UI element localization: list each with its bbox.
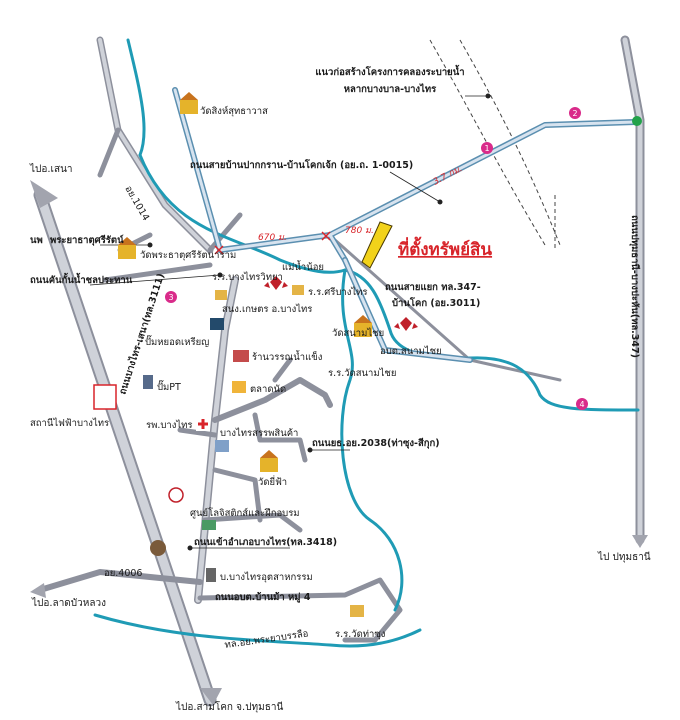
- highway-347-label: ถนนปทุมธานี-บางปะหัน(ทล.347): [629, 215, 641, 358]
- wat-singh-label: วัดสิงห์สุทธาวาส: [200, 105, 268, 117]
- power-station-label: สถานีไฟฟ้าบางไทร: [30, 417, 109, 429]
- industrial-label: บ.บางไทรอุตสาหกรรม: [220, 571, 313, 583]
- industrial-icon: [206, 568, 216, 582]
- power-station-icon: [93, 384, 117, 410]
- canal-bottom: [93, 613, 422, 648]
- leader-dots: [147, 93, 491, 551]
- dyke-road-label: ถนนคันกั้นน้ำชลประทาน: [30, 272, 133, 286]
- temple-icon: [118, 237, 136, 259]
- highway-3111-label: ถนนบางไทร-เสนา(ทล.3111): [116, 272, 167, 396]
- road-4006: [37, 569, 203, 593]
- temple-icons: [118, 92, 372, 472]
- distance-3-7: 3.7 กม.: [432, 164, 464, 188]
- mall-icon: [215, 440, 229, 452]
- fuel-station-icon: [168, 487, 184, 503]
- svg-text:3: 3: [168, 293, 173, 302]
- district-office-icon: [210, 318, 224, 330]
- school-tha-sung-label: ร.ร.วัดท่าซุง: [335, 629, 385, 640]
- road-phraya-label: ทล.อย.พระยาบรรลือ: [224, 628, 309, 651]
- route-markers: 1 2 3 4: [165, 107, 642, 410]
- gas-pump-icon: [143, 375, 153, 389]
- pump-pt-label: ปั๊มPT: [157, 379, 181, 393]
- building-icons: [93, 285, 364, 617]
- arrow-to-samkhok-icon: [200, 688, 222, 705]
- temple-icon: [354, 315, 372, 337]
- project-label-2: หลากบางบาล-บางไทร: [344, 83, 437, 95]
- road-3011-label-1: ถนนสายแยก ทล.347-: [385, 282, 481, 293]
- school-sri-label: ร.ร.ศรีบางไทร: [308, 286, 368, 298]
- river-south: [340, 268, 404, 612]
- gas-pump-label: ปั๊มหยอดเหรียญ: [145, 334, 209, 348]
- moo4-road-label: ถนนอบต.บ้านม้า หมู่ 4: [215, 591, 311, 604]
- distance-780: 780 ม.: [345, 226, 374, 236]
- hospital-label: รพ.บางไทร: [146, 419, 193, 431]
- road-2038-label: ถนนยธ.อย.2038(ท่าซุง-สีกุก): [312, 437, 440, 449]
- svg-text:2: 2: [572, 109, 577, 118]
- svg-text:1: 1: [484, 144, 489, 153]
- arrow-to-latbua-icon: [30, 583, 46, 598]
- market-icon: [232, 381, 246, 393]
- bangsai-hall-label: บางไทรสรรพสินค้า: [220, 427, 298, 439]
- wat-yi-fa-label: วัดยี่ฟ้า: [258, 475, 287, 488]
- to-latbua-label: ไปอ.ลาดบัวหลวง: [31, 597, 106, 609]
- temple-icon: [260, 450, 278, 472]
- temple-icon: [180, 92, 198, 114]
- svg-text:พระยาธาตุศรีรัตน์: พระยาธาตุศรีรัตน์: [50, 234, 124, 246]
- road-3418-label: ถนนเข้าอำเภอบางไทร(ทล.3418): [194, 536, 337, 548]
- to-sena-label: ไปอ.เสนา: [29, 163, 73, 175]
- school-icon: [292, 285, 304, 295]
- school-icon: [215, 290, 227, 300]
- road-4006-label: อย.4006: [104, 568, 142, 579]
- marker-3: [165, 291, 177, 303]
- property-pin-icon: [361, 221, 393, 269]
- road-3011-label-2: บ้านโคก (อย.3011): [392, 297, 480, 309]
- wat-phrathat-full-label: วัดพระธาตุศรีรัตนาราม: [140, 249, 236, 261]
- arrow-to-pathum-icon: [632, 535, 648, 548]
- district-sanam-label: อบต.สนามไชย: [380, 345, 442, 357]
- leader-lines: [89, 95, 488, 549]
- endpoint-green: [632, 116, 642, 126]
- distance-670: 670 ม.: [258, 233, 287, 243]
- svg-text:4: 4: [579, 400, 584, 409]
- garuda-icons: [264, 276, 418, 331]
- school-icon: [350, 605, 364, 617]
- marker-2: [569, 107, 581, 119]
- logistics-label: ศูนย์โลจิสติกส์และฝึกอบรม: [190, 507, 300, 519]
- project-label-1: แนวก่อสร้างโครงการคลองระบายน้ำ: [315, 64, 464, 78]
- road-paknam-label: ถนนสายบ้านปากกราน-บ้านโคกเจ้ก (อย.ถ. 1-0…: [190, 159, 413, 171]
- school-sanam-label: ร.ร.วัดสนามไชย: [328, 367, 396, 379]
- marker-1: [481, 142, 493, 154]
- shop-label: ร้านวรรณน้ำแข็ง: [252, 350, 322, 363]
- logistics-icon: [202, 520, 216, 530]
- district-office-label: สนง.เกษตร อ.บางไทร: [222, 303, 312, 315]
- canal-north: [126, 38, 146, 157]
- to-pathum-label: ไป ปทุมธานี: [597, 551, 651, 563]
- road-1014-label: อย.1014: [122, 184, 151, 223]
- marker-4: [576, 398, 588, 410]
- market-label: ตลาดนัด: [250, 384, 286, 395]
- junction-marks: [214, 231, 331, 255]
- to-samkhok-label: ไปอ.สามโคก จ.ปทุมธานี: [175, 700, 283, 713]
- landmark-icon: [150, 540, 166, 556]
- shop-icon: [233, 350, 249, 362]
- property-route: [172, 87, 638, 363]
- arrow-to-sena-icon: [30, 180, 58, 208]
- wat-sanam-chai-label: วัดสนามไชย: [332, 327, 384, 339]
- river-name-label: แม่น้ำน้อย: [282, 260, 324, 273]
- property-label: ที่ตั้งทรัพย์สิน: [398, 236, 492, 260]
- school-bangsai-label: ร.ร.บางไทรวิทยา: [212, 271, 283, 283]
- wat-phrathat-label: นพ: [30, 235, 43, 246]
